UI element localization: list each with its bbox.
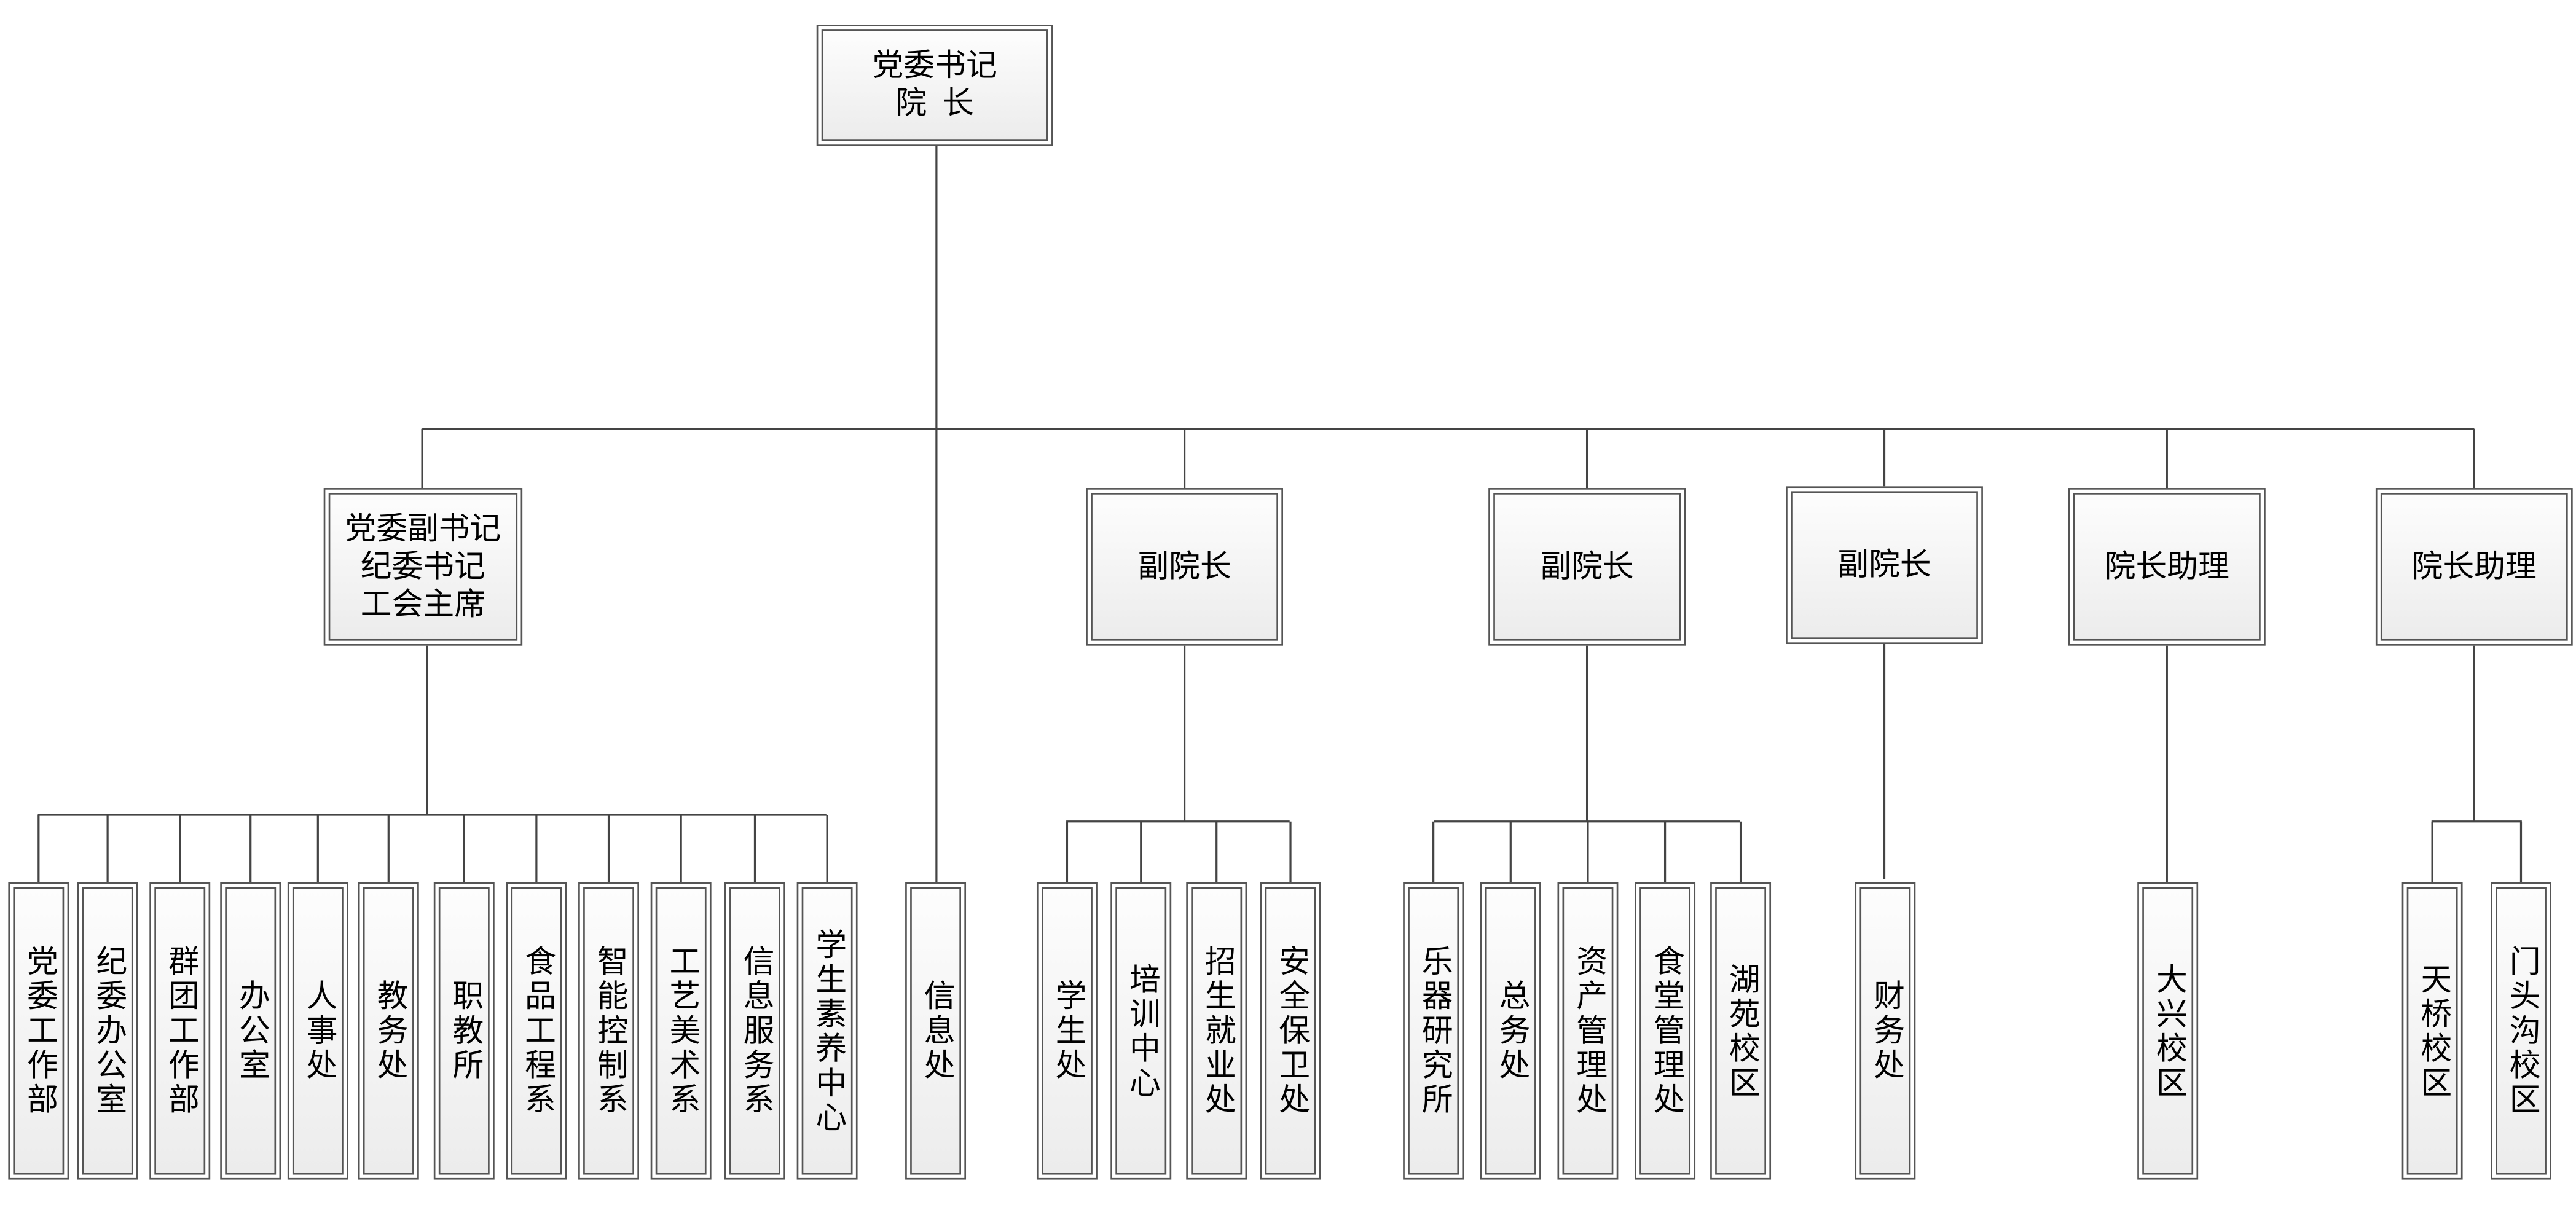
node-department: 学生处 xyxy=(1036,882,1098,1180)
node-department: 学生素养中心 xyxy=(796,882,858,1180)
node-department: 教务处 xyxy=(358,882,419,1180)
node-label: 总务处 xyxy=(1485,887,1536,1175)
node-department: 总务处 xyxy=(1480,882,1541,1180)
node-label: 院长助理 xyxy=(2073,493,2261,641)
node-department: 办公室 xyxy=(220,882,281,1180)
node-label: 乐器研究所 xyxy=(1408,887,1459,1175)
node-department: 党委工作部 xyxy=(8,882,69,1180)
node-label: 信息服务系 xyxy=(729,887,780,1175)
node-department: 门头沟校区 xyxy=(2491,882,2551,1180)
node-label: 学生素养中心 xyxy=(801,887,853,1175)
node-label: 智能控制系 xyxy=(583,887,634,1175)
node-label: 副院长 xyxy=(1091,493,1278,641)
node-label: 党委书记 xyxy=(872,49,997,84)
node-vice-president-2: 副院长 xyxy=(1488,488,1686,646)
node-label: 培训中心 xyxy=(1115,887,1167,1175)
node-label: 院长助理 xyxy=(2380,493,2568,641)
node-label: 副院长 xyxy=(1493,493,1681,641)
node-label: 纪委办公室 xyxy=(82,887,133,1175)
node-label: 工艺美术系 xyxy=(655,887,707,1175)
node-label: 招生就业处 xyxy=(1191,887,1243,1175)
node-department: 湖苑校区 xyxy=(1710,882,1772,1180)
node-department: 大兴校区 xyxy=(2137,882,2199,1180)
node-department: 信息处 xyxy=(905,882,967,1180)
node-label: 信息处 xyxy=(910,887,961,1175)
node-party-secretary-president: 党委书记院 长 xyxy=(816,25,1053,146)
node-label: 湖苑校区 xyxy=(1715,887,1767,1175)
node-department: 天桥校区 xyxy=(2401,882,2463,1180)
node-department: 乐器研究所 xyxy=(1403,882,1464,1180)
node-label: 党委工作部 xyxy=(13,887,65,1175)
node-vice-president-3: 副院长 xyxy=(1786,486,1983,645)
node-label: 食堂管理处 xyxy=(1639,887,1691,1175)
node-department: 纪委办公室 xyxy=(77,882,138,1180)
node-department: 食品工程系 xyxy=(506,882,567,1180)
node-department: 资产管理处 xyxy=(1557,882,1619,1180)
node-label: 教务处 xyxy=(363,887,414,1175)
node-department: 群团工作部 xyxy=(149,882,211,1180)
node-department: 智能控制系 xyxy=(578,882,639,1180)
node-label: 人事处 xyxy=(292,887,344,1175)
node-label: 副院长 xyxy=(1791,491,1978,639)
node-label: 院 长 xyxy=(895,87,974,122)
node-department: 职教所 xyxy=(433,882,495,1180)
node-department: 培训中心 xyxy=(1110,882,1172,1180)
node-deputy-party-secretary: 党委副书记 纪委书记 工会主席 xyxy=(323,488,523,646)
node-label: 群团工作部 xyxy=(154,887,206,1175)
node-department: 信息服务系 xyxy=(724,882,785,1180)
node-label: 党委副书记 纪委书记 工会主席 xyxy=(328,493,518,641)
node-department: 安全保卫处 xyxy=(1260,882,1321,1180)
node-department: 工艺美术系 xyxy=(650,882,712,1180)
node-label: 职教所 xyxy=(438,887,490,1175)
node-department: 招生就业处 xyxy=(1186,882,1247,1180)
node-label: 天桥校区 xyxy=(2406,887,2458,1175)
node-label: 财务处 xyxy=(1859,887,1911,1175)
node-label: 安全保卫处 xyxy=(1265,887,1316,1175)
node-vice-president-1: 副院长 xyxy=(1086,488,1284,646)
node-department: 食堂管理处 xyxy=(1635,882,1696,1180)
node-department: 财务处 xyxy=(1855,882,1916,1180)
node-department: 人事处 xyxy=(287,882,348,1180)
node-label: 资产管理处 xyxy=(1562,887,1614,1175)
node-label: 办公室 xyxy=(225,887,277,1175)
node-president-assistant-1: 院长助理 xyxy=(2068,488,2266,646)
node-label: 食品工程系 xyxy=(511,887,562,1175)
node-label: 学生处 xyxy=(1041,887,1093,1175)
node-label: 门头沟校区 xyxy=(2496,887,2547,1175)
node-president-assistant-2: 院长助理 xyxy=(2375,488,2573,646)
node-label: 大兴校区 xyxy=(2142,887,2194,1175)
